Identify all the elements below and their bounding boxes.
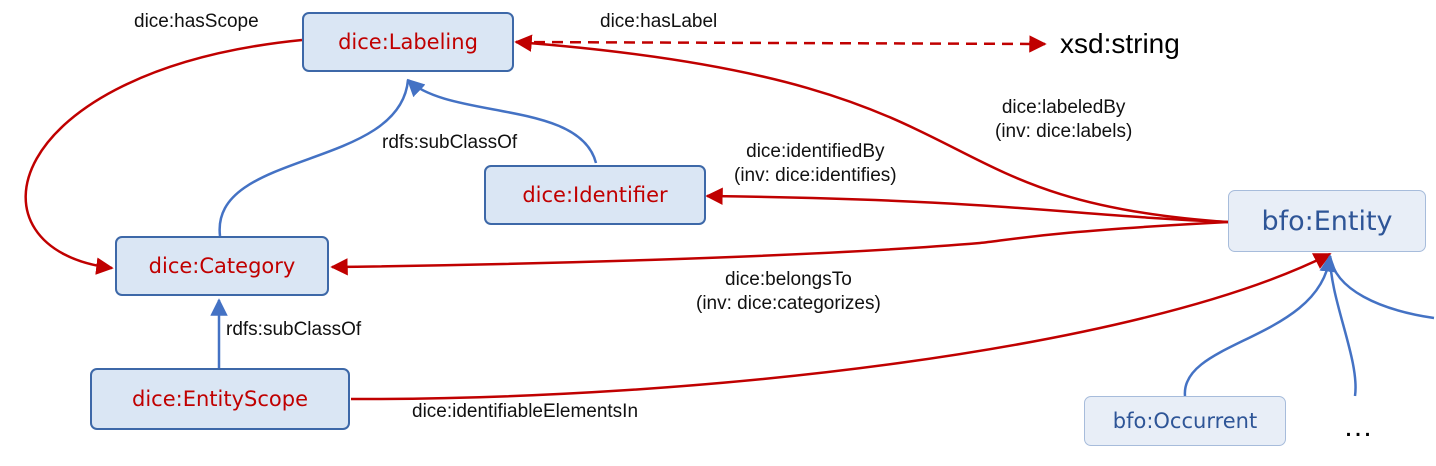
occurrent-label: bfo:Occurrent [1112,409,1258,433]
category-node: dice:Category [115,236,329,296]
occurrent-node: bfo:Occurrent [1084,396,1286,446]
belongs-to-edge [330,220,1229,276]
identified-by-inverse: (inv: dice:identifies) [734,165,897,186]
entity-scope-label: dice:EntityScope [132,387,308,411]
subclass-identifier-label: rdfs:subClassOf [382,132,518,153]
entity-scope-node: dice:EntityScope [90,368,350,430]
labeling-node: dice:Labeling [302,12,514,72]
subclass-identifier-edge [406,78,598,164]
belongs-to-name: dice:belongsTo [725,269,852,290]
entity-node: bfo:Entity [1228,190,1426,252]
labeled-by-label: dice:labeledBy (inv: dice:labels) [995,96,1132,144]
xsd-string-label: xsd:string [1060,28,1180,59]
entity-label: bfo:Entity [1261,205,1393,237]
labeled-by-edge [514,34,1229,224]
labeled-by-name: dice:labeledBy [1001,97,1126,118]
identifier-node: dice:Identifier [484,165,706,225]
subclass-more-edge [1328,255,1357,397]
labeled-by-inverse: (inv: dice:labels) [995,121,1133,142]
identifier-label: dice:Identifier [522,183,668,207]
has-scope-label: dice:hasScope [134,11,259,32]
labeling-label: dice:Labeling [338,30,478,54]
subclass-occurrent-edge [1183,254,1337,397]
category-label: dice:Category [148,254,296,278]
identified-by-edge [705,187,1229,224]
identifiable-elements-in-edge [350,252,1332,401]
identified-by-name: dice:identifiedBy [746,141,885,162]
has-label-edge [515,35,1047,53]
subclass-entityscope-label: rdfs:subClassOf [226,319,362,340]
more-subclasses-ellipsis: … [1343,410,1373,443]
belongs-to-inverse: (inv: dice:categorizes) [696,293,881,314]
subclass-category-edge [218,79,410,237]
has-label-label: dice:hasLabel [600,11,718,32]
belongs-to-label: dice:belongsTo (inv: dice:categorizes) [696,268,881,316]
subclass-offscreen-edge [1328,255,1435,320]
has-scope-edge [24,38,303,275]
identifiable-elements-in-label: dice:identifiableElementsIn [412,401,639,422]
identified-by-label: dice:identifiedBy (inv: dice:identifies) [734,140,897,188]
